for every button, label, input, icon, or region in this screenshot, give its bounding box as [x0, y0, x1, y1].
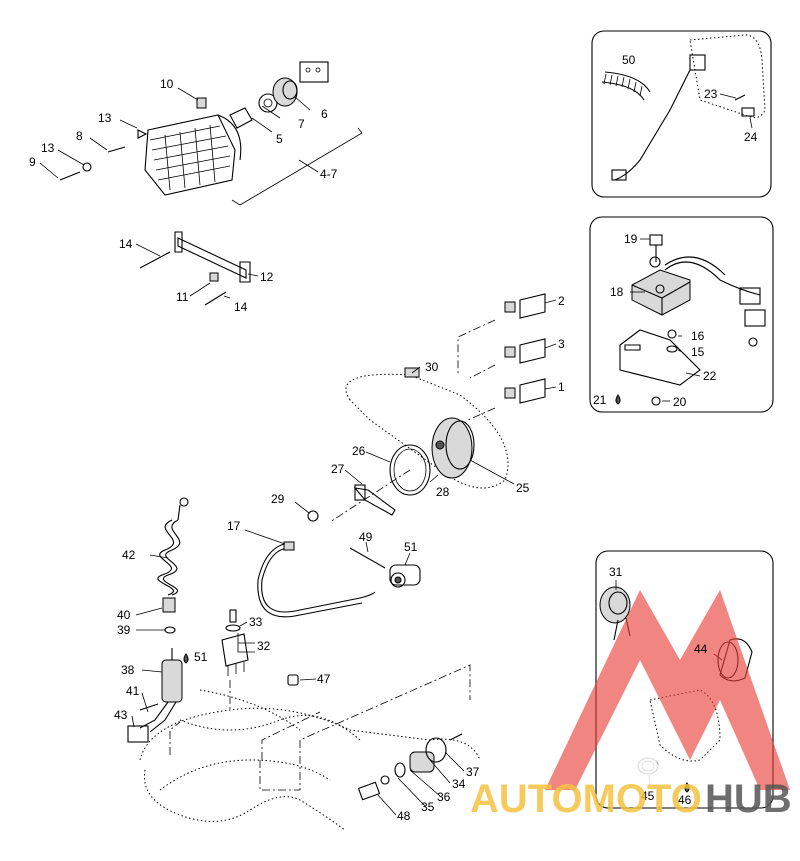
- label-35: 35: [421, 800, 435, 814]
- label-25: 25: [516, 481, 530, 495]
- label-2: 2: [558, 294, 565, 308]
- label-46: 46: [678, 793, 692, 807]
- coil-harness: [127, 497, 189, 743]
- label-45: 45: [641, 789, 655, 803]
- lower-sensor-group: [357, 733, 463, 801]
- label-42: 42: [122, 548, 136, 562]
- label-13b: 13: [41, 141, 55, 155]
- speedometer-cable: [257, 541, 376, 618]
- watermark-text-hub: HUB: [705, 777, 792, 821]
- inset-box-middle: [589, 216, 774, 413]
- label-26: 26: [352, 444, 366, 458]
- label-39: 39: [117, 623, 131, 637]
- label-3: 3: [558, 337, 565, 351]
- label-40: 40: [117, 608, 131, 622]
- inset-box-top: [591, 30, 772, 198]
- body-outline: [139, 689, 481, 831]
- label-5: 5: [276, 132, 283, 146]
- label-32: 32: [257, 639, 271, 653]
- label-29: 29: [271, 492, 285, 506]
- label-8: 8: [76, 129, 83, 143]
- label-43: 43: [114, 708, 128, 722]
- label-9: 9: [29, 155, 36, 169]
- inset-top-parts: [601, 34, 766, 181]
- label-51a: 51: [404, 540, 418, 554]
- gauge-cluster: [307, 293, 546, 522]
- part-labels: 10 13 8 13 9 5 7 6 4-7 14 12 11 14 2 3 1…: [29, 53, 758, 823]
- label-44: 44: [694, 642, 708, 656]
- label-14b: 14: [234, 300, 248, 314]
- label-17: 17: [227, 519, 241, 533]
- label-23: 23: [704, 87, 718, 101]
- label-27: 27: [331, 462, 345, 476]
- label-10: 10: [160, 77, 174, 91]
- label-41: 41: [126, 684, 140, 698]
- label-37: 37: [466, 765, 480, 779]
- watermark-text-automoto: AUTOMOTO: [470, 777, 702, 821]
- label-50: 50: [622, 53, 636, 67]
- label-30: 30: [425, 360, 439, 374]
- label-12: 12: [260, 270, 274, 284]
- label-24: 24: [744, 130, 758, 144]
- label-14a: 14: [119, 237, 133, 251]
- label-51b: 51: [194, 650, 208, 664]
- label-6: 6: [321, 107, 328, 121]
- label-28: 28: [436, 485, 450, 499]
- automotohub-watermark: [545, 590, 790, 790]
- label-34: 34: [452, 777, 466, 791]
- label-4-7: 4-7: [320, 167, 338, 181]
- label-31: 31: [609, 565, 623, 579]
- label-19: 19: [624, 232, 638, 246]
- label-15: 15: [691, 345, 705, 359]
- watermark-logo: [545, 590, 790, 790]
- sensor-51: [389, 564, 421, 588]
- label-33: 33: [249, 615, 263, 629]
- label-38: 38: [121, 663, 135, 677]
- label-13a: 13: [98, 111, 112, 125]
- label-47: 47: [317, 672, 331, 686]
- label-48: 48: [397, 809, 411, 823]
- inset-middle-parts: [619, 234, 766, 406]
- label-49: 49: [359, 530, 373, 544]
- label-16: 16: [691, 329, 705, 343]
- bracket-assembly: [139, 231, 251, 306]
- label-18: 18: [610, 285, 624, 299]
- label-7: 7: [298, 117, 305, 131]
- label-21: 21: [593, 393, 607, 407]
- inset-box-bottom: [595, 550, 774, 809]
- label-11: 11: [176, 290, 189, 304]
- switch-32: [221, 609, 249, 676]
- headlight-assembly: [59, 61, 329, 196]
- label-22: 22: [703, 369, 717, 383]
- label-36: 36: [437, 790, 451, 804]
- label-1: 1: [558, 380, 565, 394]
- label-20: 20: [673, 395, 687, 409]
